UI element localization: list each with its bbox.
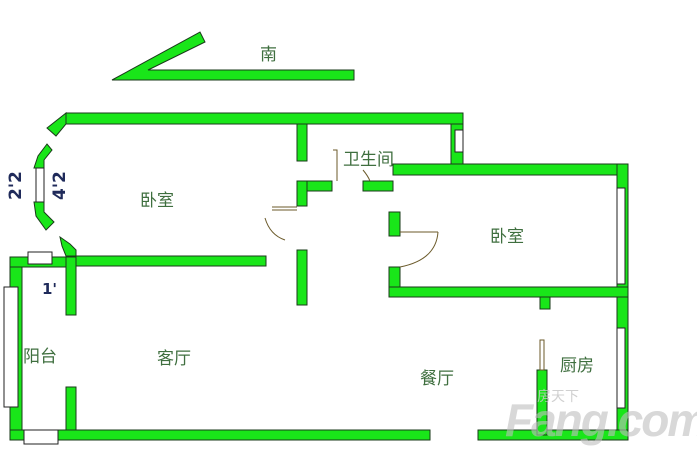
wall-stub (539, 296, 551, 310)
room-label-living-room: 客厅 (157, 349, 191, 369)
wall-balcony-divider (65, 256, 77, 316)
balcony-top-window (27, 251, 53, 265)
wall-center (296, 249, 308, 306)
wall-bath-bottom-left (306, 180, 333, 192)
wall-bed1-bath-lower (296, 180, 308, 207)
wall-bed2-top (392, 163, 629, 176)
watermark-logo: Fang.com (505, 394, 697, 446)
bath-door-left (333, 149, 338, 181)
wall-bed1-bath (296, 123, 308, 162)
room-label-dining-room: 餐厅 (420, 369, 454, 389)
kitchen-window (616, 327, 626, 409)
wall-bed2-bottom (388, 286, 629, 298)
wall-bottom-left (9, 429, 431, 441)
bed1-door (264, 206, 297, 241)
bed2-door (399, 231, 439, 268)
south-arrow-icon (111, 31, 355, 81)
bath-window (454, 129, 464, 153)
room-label-bathroom: 卫生间 (343, 150, 394, 170)
wall-top (65, 112, 464, 125)
wall-bed1-living (65, 255, 267, 267)
wall-bath-bottom-right (362, 180, 394, 192)
dimension-balcony-door: 1' (42, 280, 58, 298)
room-label-kitchen: 厨房 (560, 356, 594, 376)
watermark-cn: 房天下 (537, 388, 579, 404)
room-label-bedroom-2: 卧室 (490, 227, 524, 247)
wall-bay-upper (33, 143, 53, 169)
wall-balcony-divider-lower (65, 386, 77, 436)
kitchen-partition (539, 339, 545, 371)
dimension-bay-inner: 2'2 (6, 171, 26, 200)
bath-door-right (362, 169, 371, 182)
bay-window (35, 167, 45, 203)
balcony-bottom-window (23, 429, 59, 445)
wall-bed2-left (388, 211, 401, 237)
wall-bay-lower (33, 201, 55, 231)
compass-label: 南 (260, 45, 277, 65)
wall-bottom-right (477, 429, 629, 441)
bed2-window (616, 187, 626, 285)
room-label-bedroom-1: 卧室 (140, 191, 174, 211)
balcony-window (3, 286, 19, 408)
dimension-bay-outer: 4'2 (50, 171, 70, 200)
wall-bay-top (46, 111, 67, 137)
room-label-balcony: 阳台 (23, 347, 57, 367)
